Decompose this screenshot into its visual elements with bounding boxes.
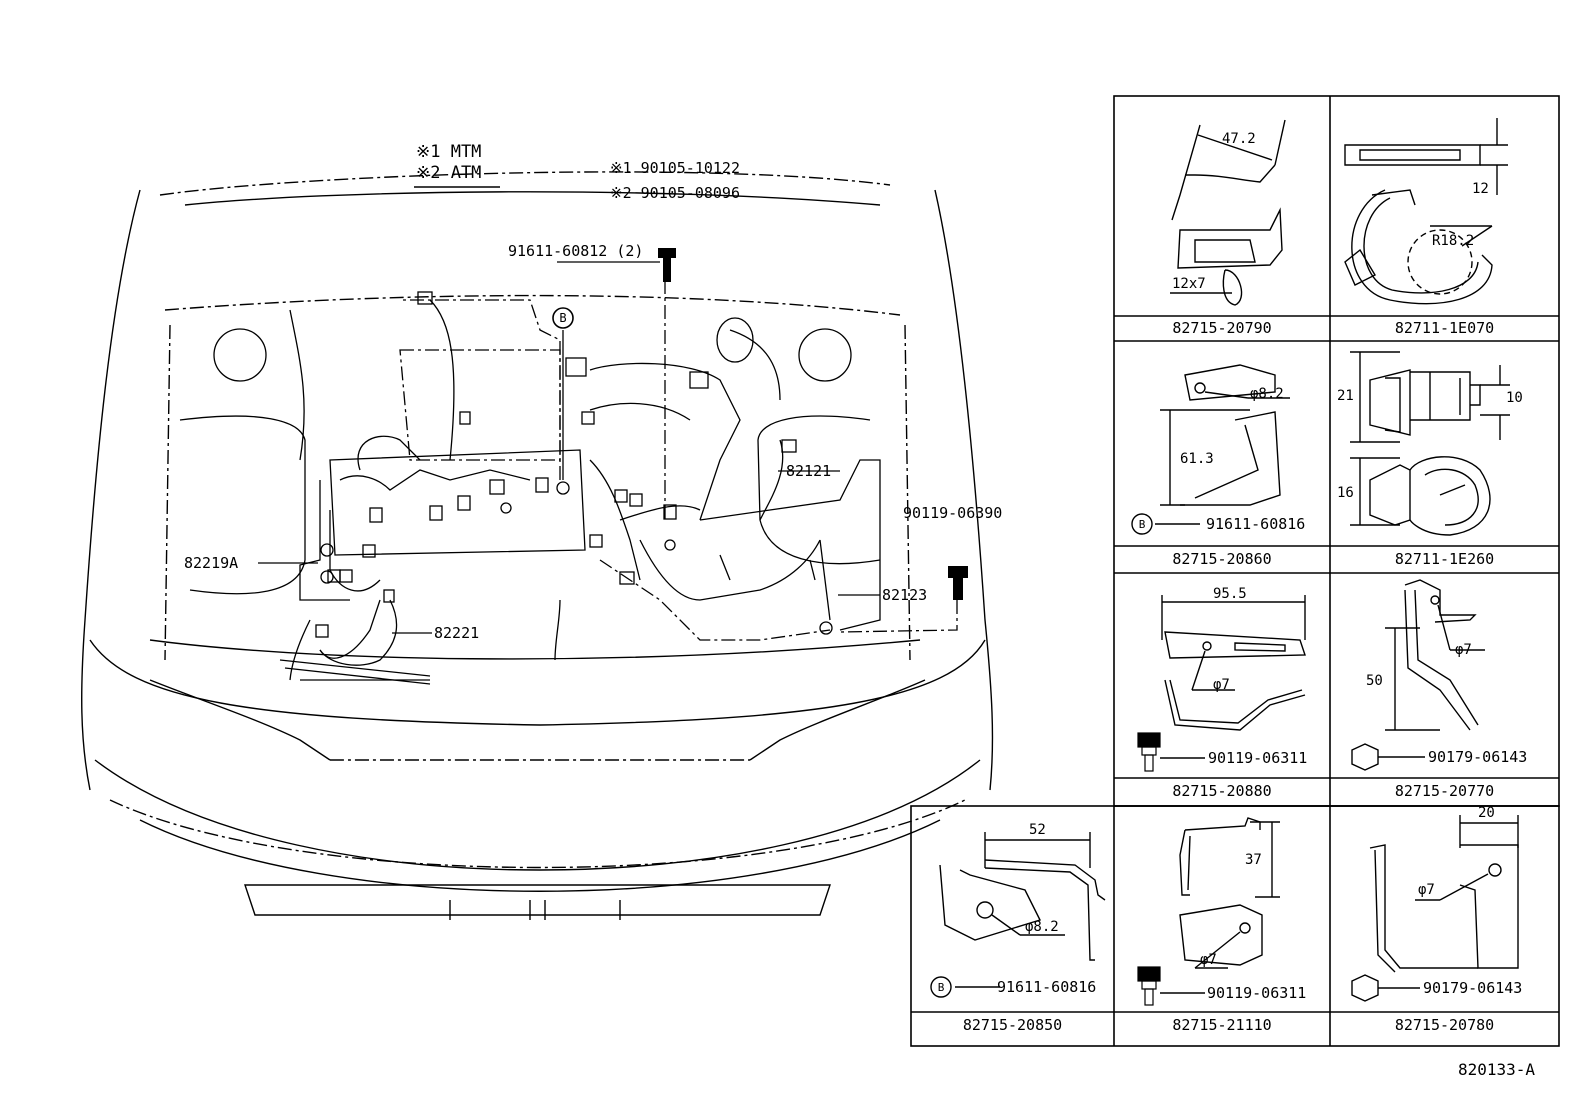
dim-r18-2: R18.2 — [1432, 233, 1475, 249]
legend-mtm: ※1 MTM — [416, 142, 482, 162]
caption-cell-9: 82715-20780 — [1394, 1016, 1495, 1034]
label-bolt-atm: ※2 90105-08096 — [610, 184, 740, 202]
legend-atm: ※2 ATM — [416, 163, 482, 183]
dim-phi-7-c: φ7 — [1200, 952, 1217, 968]
label-82221: 82221 — [434, 624, 480, 642]
caption-cell-3: 82715-20860 — [1172, 550, 1272, 568]
caption-cell-2: 82711-1E070 — [1394, 319, 1495, 337]
circle-b-label: B — [559, 311, 567, 325]
label-bolt-mtm: ※1 90105-10122 — [610, 159, 740, 177]
dim-phi-8-2: φ8.2 — [1250, 386, 1284, 402]
cell8-drawing — [1160, 817, 1280, 994]
caption-cell-1: 82715-20790 — [1172, 319, 1272, 337]
cell5-drawing — [1160, 595, 1306, 759]
dim-21: 21 — [1337, 388, 1354, 404]
label-82219A: 82219A — [184, 554, 239, 572]
dim-50: 50 — [1366, 673, 1383, 689]
dim-phi-7-b: φ7 — [1455, 642, 1472, 658]
cell4-drawing — [1350, 351, 1510, 536]
parts-table-frame — [910, 95, 1560, 1047]
dim-20: 20 — [1478, 805, 1495, 821]
dim-37: 37 — [1245, 852, 1262, 868]
part-90119-06311-b: 90119-06311 — [1207, 984, 1307, 1002]
cell5-bolt-icon — [1137, 732, 1161, 772]
dim-16: 16 — [1337, 485, 1354, 501]
caption-cell-6: 82715-20770 — [1394, 782, 1495, 800]
dim-47-2: 47.2 — [1222, 131, 1256, 147]
cell9-drawing — [1351, 815, 1519, 1002]
dim-10: 10 — [1506, 390, 1523, 406]
caption-cell-5: 82715-20880 — [1172, 782, 1272, 800]
dim-95-5: 95.5 — [1213, 586, 1247, 602]
cell2-drawing — [1344, 118, 1508, 305]
part-90179-06143-b: 90179-06143 — [1423, 979, 1523, 997]
label-82123: 82123 — [882, 586, 928, 604]
part-91611-60816-b: 91611-60816 — [997, 978, 1097, 996]
dim-52: 52 — [1029, 822, 1046, 838]
caption-cell-8: 82715-21110 — [1172, 1016, 1272, 1034]
caption-cell-7: 82715-20850 — [962, 1016, 1063, 1034]
dim-12: 12 — [1472, 181, 1489, 197]
caption-cell-4: 82711-1E260 — [1394, 550, 1495, 568]
cell7-drawing — [930, 832, 1106, 998]
dim-12x7: 12x7 — [1172, 276, 1206, 292]
figure-id: 820133-A — [1458, 1060, 1536, 1079]
car-body-outline — [81, 171, 994, 920]
bolt-icons — [658, 248, 968, 600]
circle-b-cell7: B — [937, 981, 945, 994]
dim-61-3: 61.3 — [1180, 451, 1214, 467]
engine-bay — [179, 280, 958, 685]
leader-lines — [258, 261, 880, 634]
part-90179-06143-a: 90179-06143 — [1428, 748, 1528, 766]
cell3-drawing — [1131, 364, 1290, 535]
label-82121: 82121 — [786, 462, 832, 480]
label-90119-06390: 90119-06390 — [903, 504, 1003, 522]
dim-phi-8-2-b: φ8.2 — [1025, 919, 1059, 935]
cell6-drawing — [1351, 579, 1485, 771]
part-90119-06311-a: 90119-06311 — [1208, 749, 1308, 767]
cell1-drawing — [1170, 119, 1286, 306]
label-91611-60812: 91611-60812 (2) — [508, 242, 644, 260]
dim-phi-7-a: φ7 — [1213, 677, 1230, 693]
cell8-bolt-icon — [1137, 966, 1161, 1006]
dim-phi-7-d: φ7 — [1418, 882, 1435, 898]
circle-b-cell3: B — [1138, 518, 1146, 531]
part-91611-60816-a: 91611-60816 — [1206, 515, 1306, 533]
